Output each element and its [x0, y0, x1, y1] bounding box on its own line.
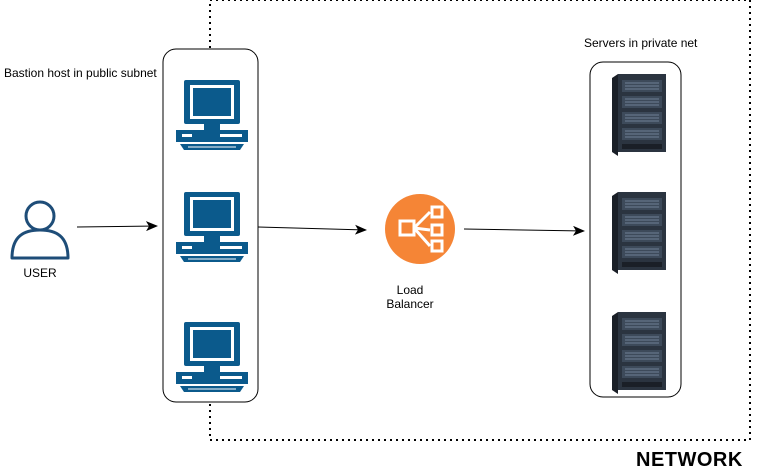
bastion-label: Bastion host in public subnet [4, 66, 157, 80]
user-label: USER [23, 266, 57, 280]
server-rack-icon [612, 74, 667, 156]
network-boundary [209, 0, 751, 441]
computer-icon [175, 191, 249, 262]
arrow-loadbalancer-to-servers [463, 225, 585, 236]
computer-icon [175, 79, 249, 150]
servers-label: Servers in private net [584, 36, 698, 50]
load-balancer-icon [385, 194, 455, 264]
arrow-bastion-to-loadbalancer [257, 224, 367, 235]
load-balancer-label: Load Balancer [380, 283, 440, 311]
computer-icon [175, 321, 249, 392]
server-rack-icon [612, 312, 667, 394]
network-label: NETWORK [636, 449, 743, 471]
user-icon [10, 200, 70, 260]
load-balancer-label-line1: Load [396, 283, 424, 297]
arrow-user-to-bastion [76, 221, 158, 232]
load-balancer-label-line2: Balancer [386, 297, 434, 311]
server-rack-icon [612, 192, 667, 274]
